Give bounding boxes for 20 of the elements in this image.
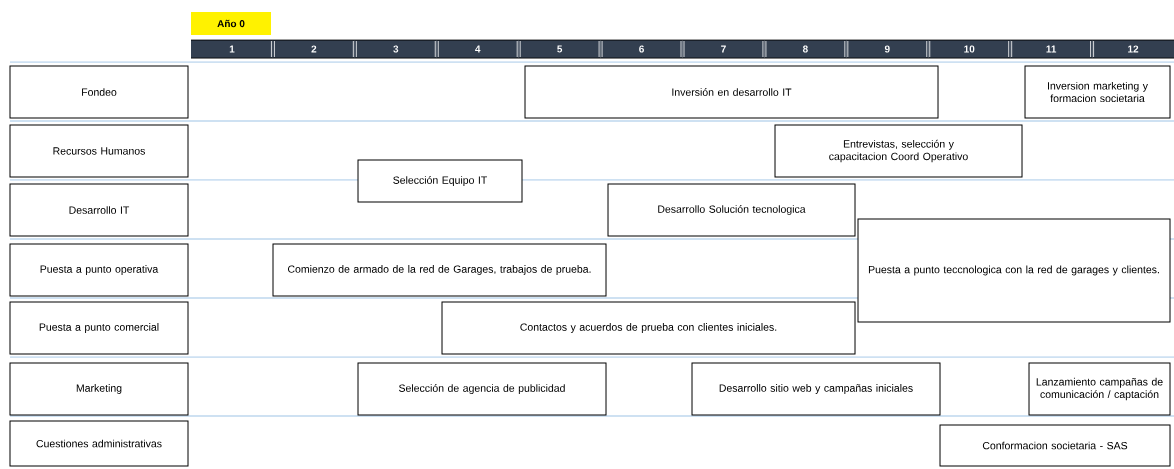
- task-box: Inversión en desarrollo IT: [524, 65, 939, 119]
- row-header-box: Fondeo: [9, 65, 189, 119]
- row-header-box: Puesta a punto operativa: [9, 243, 189, 297]
- task-box: Contactos y acuerdos de prueba con clientes iniciales.: [441, 301, 856, 355]
- task-box: Inversion marketing y formacion societaria: [1024, 65, 1171, 119]
- year-label: Año 0: [191, 12, 271, 35]
- row-header-box: Desarrollo IT: [9, 183, 189, 237]
- task-box: Selección Equipo IT: [357, 159, 523, 203]
- task-box: Desarrollo Solución tecnologica: [607, 183, 856, 237]
- task-box: Puesta a punto teccnologica con la red de garages y clientes.: [857, 218, 1171, 323]
- task-box: Entrevistas, selección y capacitacion Coord Operativo: [774, 124, 1023, 178]
- task-box: Lanzamiento campañas de comunicación / captación: [1028, 362, 1171, 416]
- row-header-box: Cuestiones administrativas: [9, 420, 189, 467]
- row-header-box: Marketing: [9, 362, 189, 416]
- task-box: Comienzo de armado de la red de Garages, trabajos de prueba.: [272, 243, 607, 297]
- task-box: Selección de agencia de publicidad: [357, 362, 607, 416]
- row-header-box: Puesta a punto comercial: [9, 301, 189, 355]
- task-box: Desarrollo sitio web y campañas iniciales: [691, 362, 941, 416]
- row-header-box: Recursos Humanos: [9, 124, 189, 178]
- task-box: Conformacion societaria - SAS: [939, 424, 1171, 467]
